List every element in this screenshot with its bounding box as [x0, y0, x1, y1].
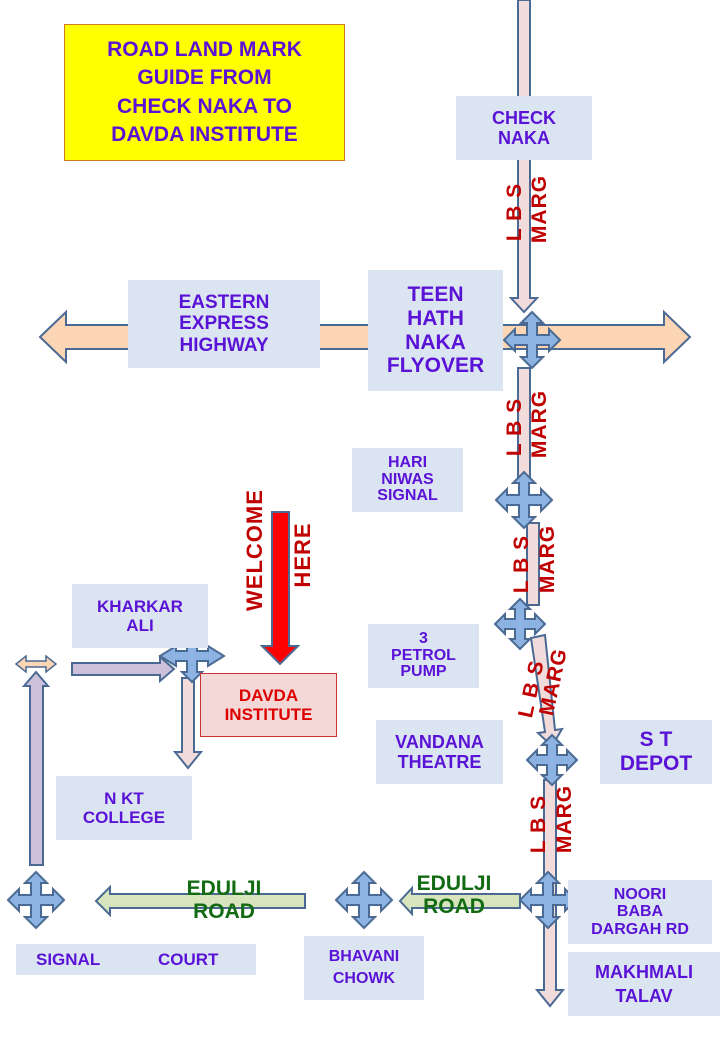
lbs-label-5: L B S: [527, 794, 550, 854]
lbs-label-2: L B S: [503, 397, 526, 457]
landmark-signal: SIGNAL: [36, 950, 101, 969]
landmark-court: COURT: [158, 950, 219, 969]
landmark-vandana-theatre: VANDANA THEATRE: [376, 720, 503, 784]
nkt-college-south-arrow: [172, 677, 204, 770]
landmark-eastern-express-highway: EASTERN EXPRESS HIGHWAY: [128, 280, 320, 368]
edulji-road-label-east: EDULJI ROAD: [416, 872, 492, 919]
junction-noori-baba: [518, 870, 578, 930]
edulji-road-arrow-west: [94, 884, 306, 918]
junction-st-depot: [525, 733, 579, 787]
junction-hari-niwas: [494, 470, 554, 530]
landmark-nkt-college: N KT COLLEGE: [56, 776, 192, 840]
signal-north-arrow: [21, 670, 51, 866]
welcome-label: WELCOME: [242, 489, 267, 611]
marg-label-1: MARG: [528, 174, 551, 244]
lbs-marg-segment-4: [529, 633, 564, 748]
here-label: HERE: [290, 522, 315, 588]
landmark-signal-court-strip: [16, 944, 256, 975]
marg-label-2: MARG: [528, 389, 551, 459]
junction-kharkar-ali: [158, 628, 226, 684]
marg-label-5: MARG: [553, 784, 576, 854]
lbs-marg-segment-3: [526, 522, 540, 606]
edulji-road-label-west: EDULJI ROAD: [186, 877, 262, 924]
landmark-noori-baba-dargah-rd: NOORI BABA DARGAH RD: [568, 880, 712, 944]
landmark-davda-institute: DAVDA INSTITUTE: [200, 673, 337, 737]
junction-teen-hath: [502, 310, 562, 370]
junction-petrol-pump: [493, 597, 547, 651]
welcome-arrow[interactable]: [259, 511, 301, 666]
lbs-label-1: L B S: [503, 182, 526, 242]
kharkar-east-arrow: [71, 654, 176, 684]
landmark-hari-niwas-signal: HARI NIWAS SIGNAL: [352, 448, 463, 512]
landmark-st-depot: S T DEPOT: [600, 720, 712, 784]
edulji-road-arrow-east: [398, 885, 521, 917]
marg-label-3: MARG: [536, 524, 559, 594]
lbs-label-3: L B S: [510, 534, 533, 594]
landmark-petrol-pump: 3 PETROL PUMP: [368, 624, 479, 688]
landmark-bhavani-chowk: BHAVANI CHOWK: [304, 936, 424, 1000]
landmark-kharkar-ali: KHARKAR ALI: [72, 584, 208, 648]
page-title: ROAD LAND MARK GUIDE FROM CHECK NAKA TO …: [64, 24, 345, 161]
junction-signal: [6, 870, 66, 930]
small-double-arrow: [14, 654, 58, 674]
eastern-express-highway-arrow: [38, 309, 692, 365]
junction-bhavani-chowk: [334, 870, 394, 930]
landmark-makhmali-talav: MAKHMALI TALAV: [568, 952, 720, 1016]
landmark-check-naka: CHECK NAKA: [456, 96, 592, 160]
landmark-teen-hath-naka-flyover: TEEN HATH NAKA FLYOVER: [368, 270, 503, 391]
